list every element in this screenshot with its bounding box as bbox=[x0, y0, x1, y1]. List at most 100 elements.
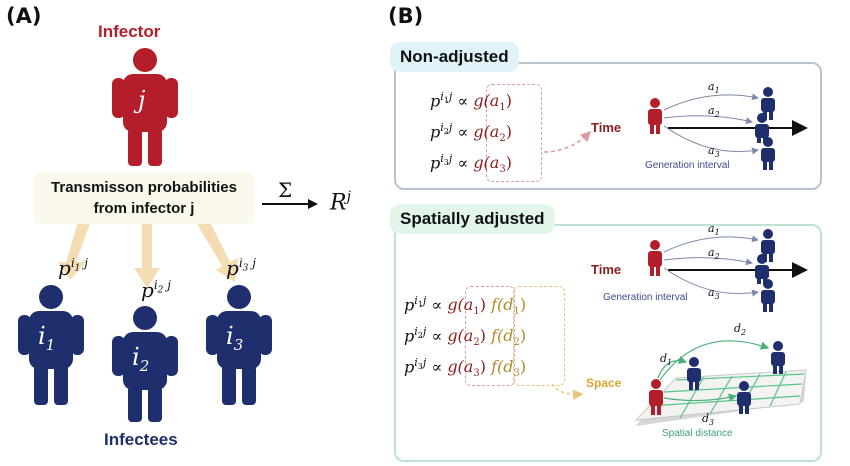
sa-a3-label: a3 bbox=[708, 286, 720, 301]
na-time-label: Time bbox=[591, 120, 622, 135]
r-label: Rj bbox=[330, 189, 351, 215]
p-sup-j-3: j bbox=[248, 256, 256, 271]
spatial-d2-base: d bbox=[734, 322, 742, 335]
r-base: R bbox=[330, 190, 347, 216]
fna3-arg-sub: 3 bbox=[499, 164, 506, 176]
fna2-propto: ∝ bbox=[457, 122, 469, 142]
p-base-3: p bbox=[226, 256, 239, 280]
fna2-fn: g(a bbox=[473, 122, 500, 142]
p-base-1: p bbox=[58, 256, 71, 280]
spatial-d1-sub: 1 bbox=[667, 358, 673, 368]
fna3-j: j bbox=[448, 152, 453, 165]
f-highlight-box bbox=[513, 286, 565, 386]
infector-person-icon bbox=[112, 48, 178, 166]
infectee-letter-sub-1: 1 bbox=[45, 335, 56, 354]
p-label-1: pi1 j bbox=[58, 256, 88, 280]
fsa2-sup-sub: 2 bbox=[417, 331, 423, 341]
fsa1-i: i bbox=[414, 294, 418, 307]
sa-a1-label: a1 bbox=[708, 222, 720, 237]
fna2-close: ) bbox=[505, 122, 512, 142]
spatial-d1-base: d bbox=[660, 352, 668, 365]
fna2-sup-sub: 2 bbox=[443, 127, 449, 137]
fna2-arg-sub: 2 bbox=[499, 133, 506, 145]
spatial-d3-label: d3 bbox=[702, 412, 714, 427]
p-sup-j-1: j bbox=[80, 256, 88, 271]
p-sup-i-1: i bbox=[70, 256, 75, 271]
fsa1-f-close: ) bbox=[519, 295, 527, 315]
na-a3-base: a bbox=[708, 144, 715, 157]
fsa3-i: i bbox=[414, 356, 418, 369]
panel-a-label: (A) bbox=[6, 4, 42, 28]
fna2-i: i bbox=[440, 121, 444, 134]
r-sup: j bbox=[346, 189, 351, 205]
sa-interval-label: Generation interval bbox=[603, 292, 688, 303]
fna3-sup-sub: 3 bbox=[443, 158, 449, 168]
p-label-3: pi3 j bbox=[226, 256, 256, 280]
infectee-letter-2: i2 bbox=[132, 343, 149, 375]
infectee-letter-base-2: i bbox=[132, 343, 140, 371]
na-a1-sub: 1 bbox=[714, 86, 720, 96]
formula-na-1: pi1j ∝ g(a1) bbox=[430, 90, 512, 114]
p-sup-i-3: i bbox=[238, 256, 243, 271]
infectees-title: Infectees bbox=[104, 430, 178, 449]
sa-infector-icon bbox=[648, 240, 662, 276]
spatial-infector-icon bbox=[649, 379, 663, 415]
fna3-propto: ∝ bbox=[457, 153, 469, 173]
p-sup-sub-1: 1 bbox=[74, 263, 81, 274]
fsa2-f-close: ) bbox=[519, 326, 527, 346]
na-a1-label: a1 bbox=[708, 80, 720, 95]
fsa3-f-close: ) bbox=[519, 357, 527, 377]
fsa2-fn: g(a bbox=[447, 326, 474, 346]
fsa3-close: ) bbox=[479, 357, 486, 377]
formula-na-3: pi3j ∝ g(a3) bbox=[430, 152, 512, 176]
na-a2-label: a2 bbox=[708, 104, 720, 119]
na-a3-label: a3 bbox=[708, 144, 720, 159]
fna1-j: j bbox=[448, 90, 453, 103]
formula-sa-3: pi3j ∝ g(a3) f(d3) bbox=[404, 356, 526, 380]
fna1-fn: g(a bbox=[473, 91, 500, 111]
fsa1-arg-sub: 1 bbox=[473, 306, 480, 318]
fsa3-sup-sub: 3 bbox=[417, 362, 423, 372]
spatial-d1-arc bbox=[657, 355, 688, 379]
fsa1-p: p bbox=[404, 295, 415, 315]
panel-a-figures bbox=[18, 48, 318, 422]
formula-na-2: pi2j ∝ g(a2) bbox=[430, 121, 512, 145]
fsa2-j: j bbox=[422, 325, 427, 338]
sa-a3-arc bbox=[663, 267, 759, 297]
spatial-d3-base: d bbox=[702, 412, 710, 425]
fsa1-close: ) bbox=[479, 295, 486, 315]
infectee-letter-sub-3: 3 bbox=[233, 335, 244, 354]
fsa2-arg-sub: 2 bbox=[473, 337, 480, 349]
fsa2-f-sub: 2 bbox=[513, 337, 520, 349]
transmission-arrows bbox=[58, 218, 238, 288]
non-adjusted-tag: Non-adjusted bbox=[390, 42, 519, 72]
infectee-person-3-icon bbox=[206, 285, 272, 405]
fsa2-close: ) bbox=[479, 326, 486, 346]
fna2-j: j bbox=[448, 121, 453, 134]
fsa1-fn: g(a bbox=[447, 295, 474, 315]
transmission-line-2: from infector j bbox=[93, 200, 195, 217]
fsa3-propto: ∝ bbox=[431, 357, 443, 377]
sa-a2-arc bbox=[663, 257, 753, 266]
fsa2-i: i bbox=[414, 325, 418, 338]
fsa3-j: j bbox=[422, 356, 427, 369]
sa-a1-arc bbox=[663, 235, 759, 253]
fsa2-propto: ∝ bbox=[431, 326, 443, 346]
sa-a3-base: a bbox=[708, 286, 715, 299]
fsa2-p: p bbox=[404, 326, 415, 346]
sa-a1-sub: 1 bbox=[714, 228, 720, 238]
infectee-letter-3: i3 bbox=[226, 322, 243, 354]
g-highlight-box-2 bbox=[465, 286, 515, 386]
fsa3-f: f(d bbox=[491, 357, 514, 377]
fsa3-arg-sub: 3 bbox=[473, 368, 480, 380]
na-a1-arc bbox=[663, 93, 759, 111]
fna1-arg-sub: 1 bbox=[499, 102, 506, 114]
fna1-p: p bbox=[430, 91, 441, 111]
sa-time-label: Time bbox=[591, 262, 622, 277]
spatial-infectee-3-icon bbox=[737, 381, 751, 414]
na-a1-base: a bbox=[708, 80, 715, 93]
sum-arrow bbox=[262, 199, 318, 209]
space-label: Space bbox=[586, 376, 622, 390]
panel-b-label: (B) bbox=[388, 4, 424, 28]
